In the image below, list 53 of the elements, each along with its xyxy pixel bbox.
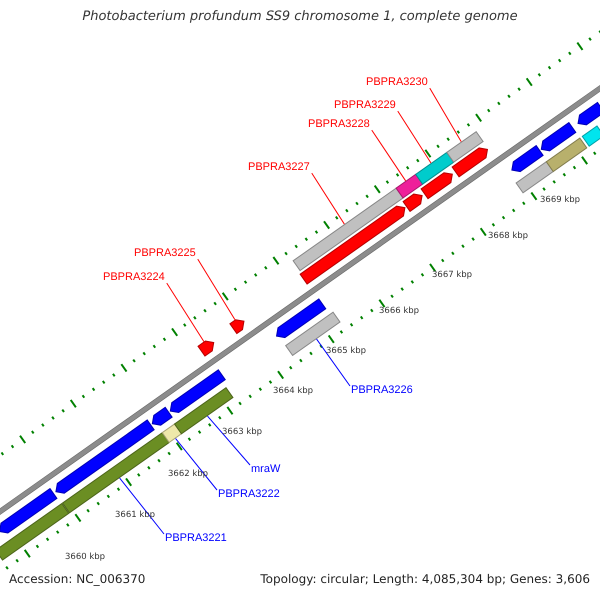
gene-label: PBPRA3227: [248, 161, 310, 174]
genome-summary-text: Topology: circular; Length: 4,085,304 bp; Genes: 3,606: [260, 573, 590, 586]
leader-line: [371, 130, 406, 182]
gene-pentagon: [451, 147, 488, 178]
gene-pentagon: [402, 194, 423, 212]
leader-line: [197, 258, 236, 320]
gene-bar: [546, 137, 588, 172]
scale-label: 3665 kbp: [326, 347, 366, 356]
leader-line: [206, 416, 250, 466]
scale-label: 3667 kbp: [432, 271, 472, 280]
gene-label: mraW: [251, 463, 280, 476]
accession-text: Accession: NC_006370: [9, 573, 146, 586]
gene-pentagon: [299, 206, 406, 285]
gene-label: PBPRA3230: [366, 76, 428, 88]
scale-label: 3664 kbp: [273, 387, 314, 396]
leader-line: [397, 110, 432, 164]
gene-pentagon: [55, 419, 155, 494]
gene-pentagon: [229, 319, 245, 334]
gene-pentagon: [170, 369, 226, 414]
leader-line: [119, 478, 164, 534]
scale-label: 3663 kbp: [222, 428, 262, 438]
gene-pentagon: [577, 102, 600, 126]
gene-bar: [292, 187, 404, 272]
gene-label: PBPRA3222: [218, 488, 280, 500]
gene-bar: [515, 161, 554, 194]
scale-label: 3666 kbp: [379, 307, 420, 316]
gene-label: PBPRA3221: [165, 532, 227, 544]
gene-bar: [582, 125, 600, 147]
gene-pentagon: [540, 122, 576, 152]
leader-line: [429, 88, 462, 142]
gene-pentagon: [511, 144, 544, 172]
scale-label: 3669 kbp: [540, 196, 580, 206]
leader-line: [175, 438, 218, 490]
gene-label: PBPRA3225: [134, 247, 196, 260]
gene-pentagon: [0, 488, 58, 534]
gene-pentagon: [420, 172, 453, 200]
gene-pentagon: [276, 298, 326, 338]
diagram-title: Photobacterium profundum SS9 chromosome 1, complete genome: [81, 10, 519, 24]
gene-pentagon: [152, 406, 173, 426]
leader-line: [316, 338, 350, 386]
gene-label: PBPRA3224: [103, 271, 165, 284]
gene-label: PBPRA3228: [308, 118, 370, 130]
scale-label: 3668 kbp: [488, 232, 528, 242]
gene-bar: [446, 130, 484, 163]
gene-bar: [162, 423, 182, 444]
gene-bar: [395, 174, 424, 199]
scale-label: 3660 kbp: [65, 553, 106, 562]
gene-pentagon: [197, 340, 214, 357]
gene-label: PBPRA3229: [334, 99, 396, 112]
gene-bar: [415, 152, 454, 185]
gene-label: PBPRA3226: [351, 384, 413, 396]
leader-line: [311, 172, 345, 225]
leader-line: [166, 282, 204, 342]
